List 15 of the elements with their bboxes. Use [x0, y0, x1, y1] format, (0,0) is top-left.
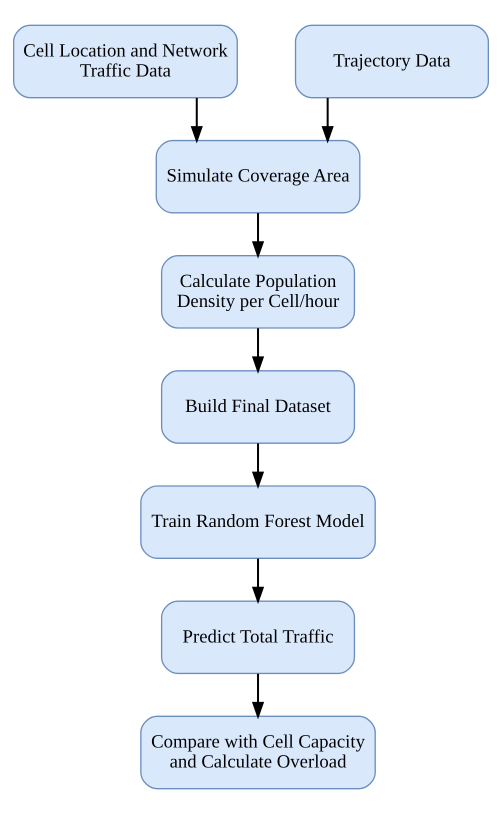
node-box: Compare with Cell Capacity and Calculate Overload	[140, 715, 376, 789]
arrow	[252, 328, 264, 374]
node-box: Train Random Forest Model	[140, 484, 376, 558]
arrow	[252, 212, 264, 258]
arrow	[322, 97, 334, 144]
node-box: Simulate Coverage Area	[156, 139, 360, 213]
node-box: Calculate Population Density per Cell/hour	[160, 254, 356, 328]
arrow	[252, 673, 264, 719]
node-box: Cell Location and Network Traffic Data	[12, 24, 238, 98]
arrow	[190, 97, 203, 144]
node-box: Build Final Dataset	[160, 370, 356, 444]
node-box: Predict Total Traffic	[160, 600, 356, 674]
arrow	[252, 558, 264, 604]
arrow	[252, 442, 264, 488]
node-box: Trajectory Data	[294, 24, 490, 98]
